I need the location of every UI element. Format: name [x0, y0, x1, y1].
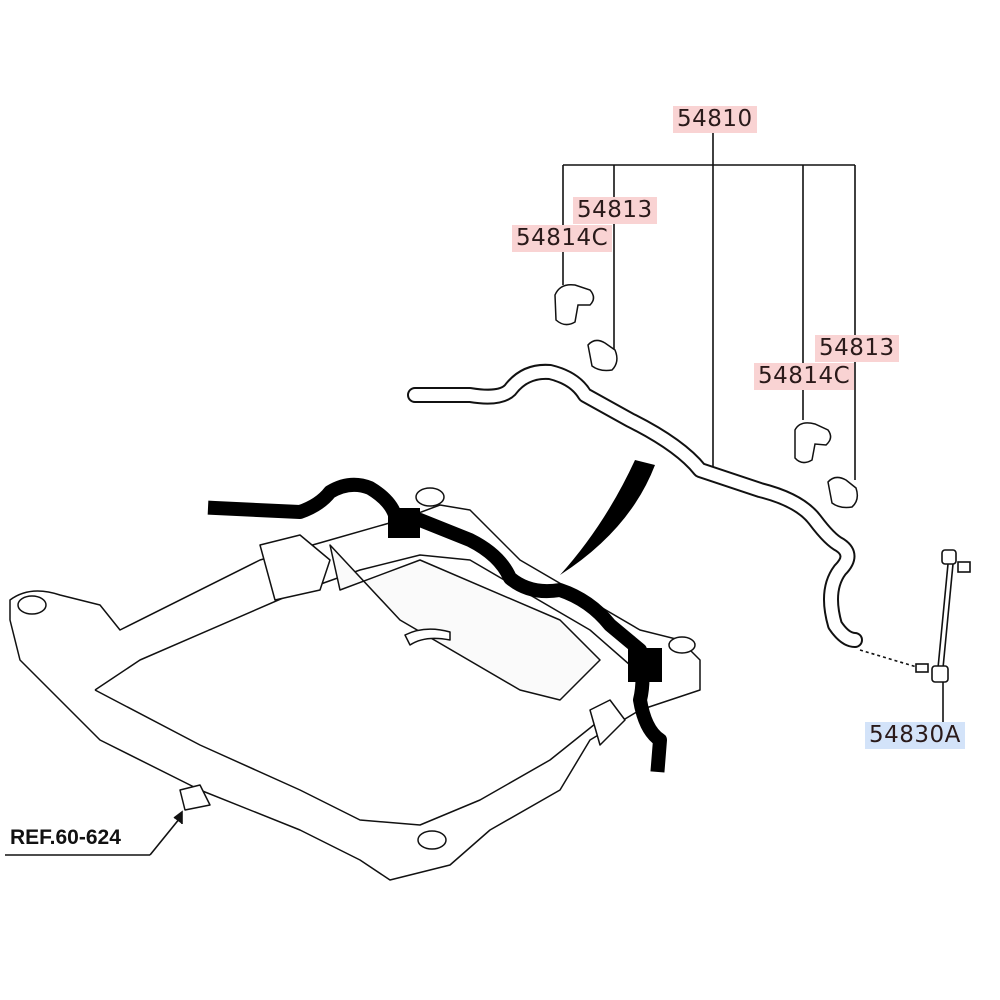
stabilizer-link	[915, 549, 971, 683]
reference-label[interactable]: REF.60-624	[10, 826, 121, 849]
part-label-54810[interactable]: 54810	[673, 106, 757, 133]
highlighted-stabilizer-bar	[207, 477, 667, 773]
stabilizer-bar	[407, 363, 863, 648]
subframe	[9, 487, 701, 881]
part-label-54814c-right[interactable]: 54814C	[754, 363, 855, 390]
leader-lines	[562, 133, 944, 722]
part-label-54814c-upper[interactable]: 54814C	[512, 225, 613, 252]
pointer-arrow	[560, 460, 655, 575]
part-label-54813-right[interactable]: 54813	[815, 335, 899, 362]
bushings	[554, 283, 859, 509]
part-label-54813-upper[interactable]: 54813	[573, 197, 657, 224]
reference-leader	[5, 810, 183, 856]
part-label-54830a[interactable]: 54830A	[865, 722, 965, 749]
